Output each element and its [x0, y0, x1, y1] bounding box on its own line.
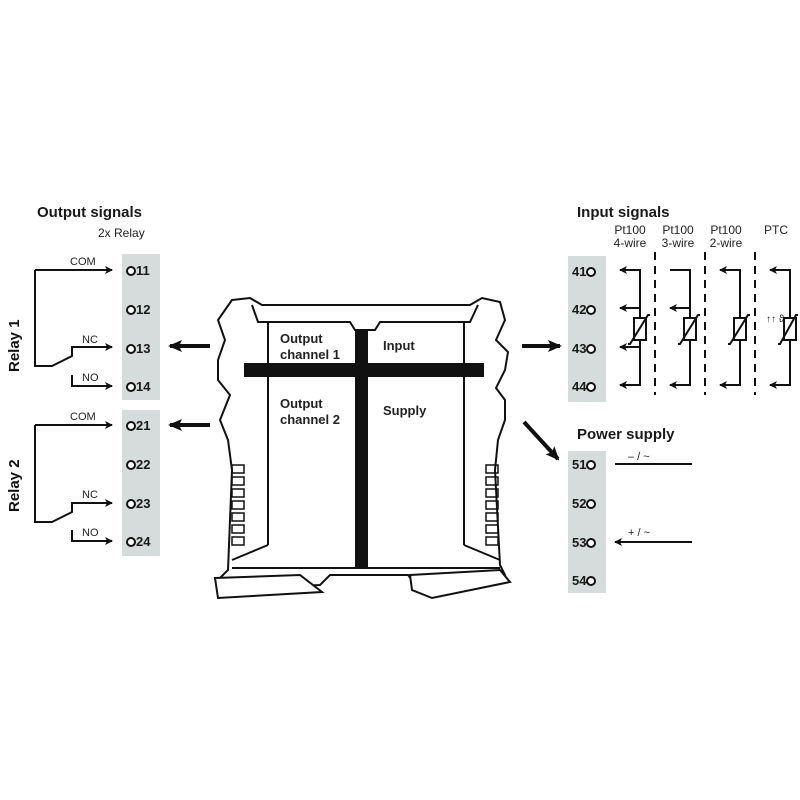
power-terminal-strip	[568, 451, 606, 593]
terminal-dot-icon	[126, 420, 136, 431]
terminal-22: 22	[126, 457, 150, 472]
terminal-24: 24	[126, 534, 150, 549]
relay1-terminal-strip	[122, 254, 160, 400]
terminal-dot-icon	[586, 343, 597, 354]
relay1-no-label: NO	[82, 372, 99, 384]
arrow-supply	[522, 420, 560, 461]
terminal-dot-icon	[126, 343, 136, 354]
terminal-42: 42	[572, 302, 597, 317]
supply-minus-label: – / ~	[628, 451, 650, 463]
terminal-dot-icon	[126, 459, 136, 470]
relay2-wiring	[34, 421, 113, 545]
terminal-dot-icon	[126, 381, 136, 392]
input-signals-title: Input signals	[577, 204, 670, 221]
input-terminal-strip	[568, 256, 606, 402]
terminal-43: 43	[572, 341, 597, 356]
terminal-dot-icon	[586, 575, 597, 586]
relay1-nc-label: NC	[82, 334, 98, 346]
terminal-dot-icon	[586, 381, 597, 392]
input-section-label: Input	[383, 338, 415, 353]
terminal-12: 12	[126, 302, 150, 317]
terminal-dot-icon	[586, 537, 597, 548]
terminal-44: 44	[572, 379, 597, 394]
terminal-14: 14	[126, 379, 150, 394]
power-supply-wiring	[614, 463, 692, 546]
sensor-type-ptc: PTC	[764, 223, 788, 237]
isolation-bar-vertical	[355, 330, 368, 567]
input-sensor-wiring	[619, 252, 798, 395]
terminal-11: 11	[126, 263, 150, 278]
relay2-no-label: NO	[82, 527, 99, 539]
terminal-21: 21	[126, 418, 150, 433]
terminal-dot-icon	[126, 304, 136, 315]
ptc-temperature-symbol: ↑↑ ϑ	[766, 314, 785, 325]
terminal-dot-icon	[586, 266, 597, 277]
terminal-54: 54	[572, 573, 597, 588]
terminal-dot-icon	[586, 304, 597, 315]
relay1-com-label: COM	[70, 256, 96, 268]
terminal-53: 53	[572, 535, 597, 550]
supply-plus-label: + / ~	[628, 527, 651, 539]
relay2-terminal-strip	[122, 410, 160, 556]
terminal-dot-icon	[126, 265, 136, 276]
terminal-dot-icon	[126, 498, 136, 509]
power-supply-title: Power supply	[577, 426, 675, 443]
terminal-52: 52	[572, 496, 597, 511]
terminal-23: 23	[126, 496, 150, 511]
relay2-com-label: COM	[70, 411, 96, 423]
terminal-dot-icon	[586, 498, 597, 509]
terminal-13: 13	[126, 341, 150, 356]
output-subtitle: 2x Relay	[98, 226, 145, 240]
terminal-41: 41	[572, 264, 597, 279]
terminal-dot-icon	[586, 459, 597, 470]
terminal-51: 51	[572, 457, 597, 472]
relay1-wiring	[34, 266, 113, 390]
supply-section-label: Supply	[383, 403, 427, 418]
terminal-dot-icon	[126, 536, 136, 547]
output-signals-title: Output signals	[37, 204, 142, 221]
module-vents	[231, 464, 499, 546]
relay2-nc-label: NC	[82, 489, 98, 501]
